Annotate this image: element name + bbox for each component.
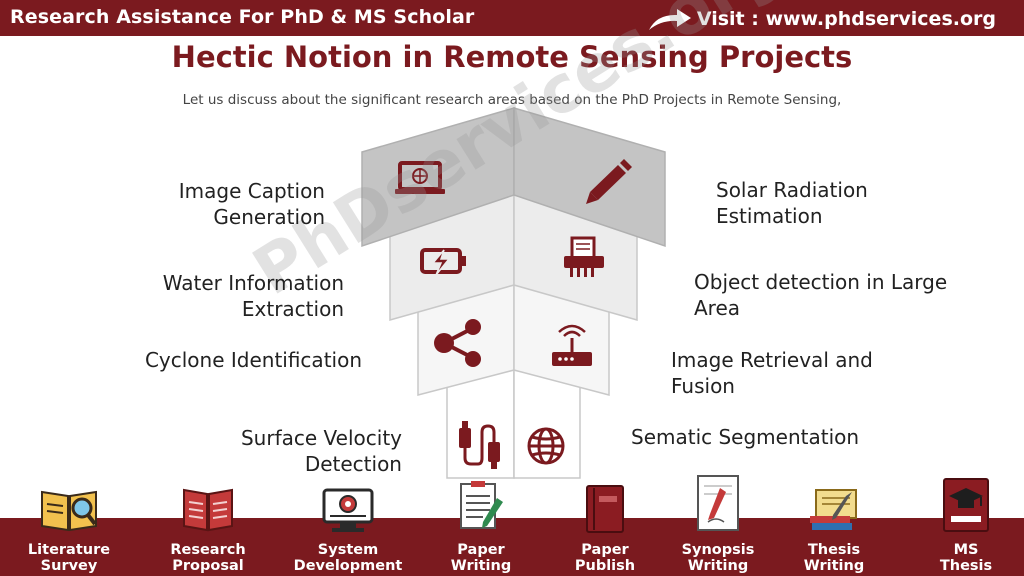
synopsis-writing-icon: [697, 475, 739, 531]
area-label-semantic-segmentation: Sematic Segmentation: [631, 425, 860, 449]
thesis-writing-icon: [810, 489, 857, 530]
usb-cable-icon: [459, 421, 500, 469]
research-proposal-icon: [183, 488, 233, 532]
top-banner: Research Assistance For PhD & MS Scholar…: [0, 0, 1024, 36]
share-network-icon: [434, 319, 481, 367]
page-title: Hectic Notion in Remote Sensing Projects: [171, 40, 853, 74]
page-subtitle: Let us discuss about the significant res…: [182, 92, 842, 108]
arrow-icon: [648, 9, 691, 30]
website-url: Visit : www.phdservices.org: [696, 8, 996, 30]
paper-shredder-icon: [564, 236, 604, 277]
battery-charging-icon: [420, 248, 466, 276]
system-development-icon: [322, 488, 374, 532]
literature-survey-icon: [41, 490, 97, 532]
wifi-router-icon: [552, 324, 592, 366]
website-link[interactable]: Visit : www.phdservices.org: [647, 6, 996, 32]
brand-tagline: Research Assistance For PhD & MS Scholar: [10, 6, 475, 28]
globe-icon: [527, 427, 565, 465]
services-bar: [0, 518, 1024, 576]
pencil-icon: [586, 159, 632, 204]
laptop-globe-icon: [395, 161, 445, 194]
area-label-cyclone: Cyclone Identification: [144, 348, 362, 372]
paper-writing-icon: [460, 481, 503, 529]
ms-thesis-icon: [943, 478, 989, 532]
paper-publish-icon: [586, 485, 624, 533]
